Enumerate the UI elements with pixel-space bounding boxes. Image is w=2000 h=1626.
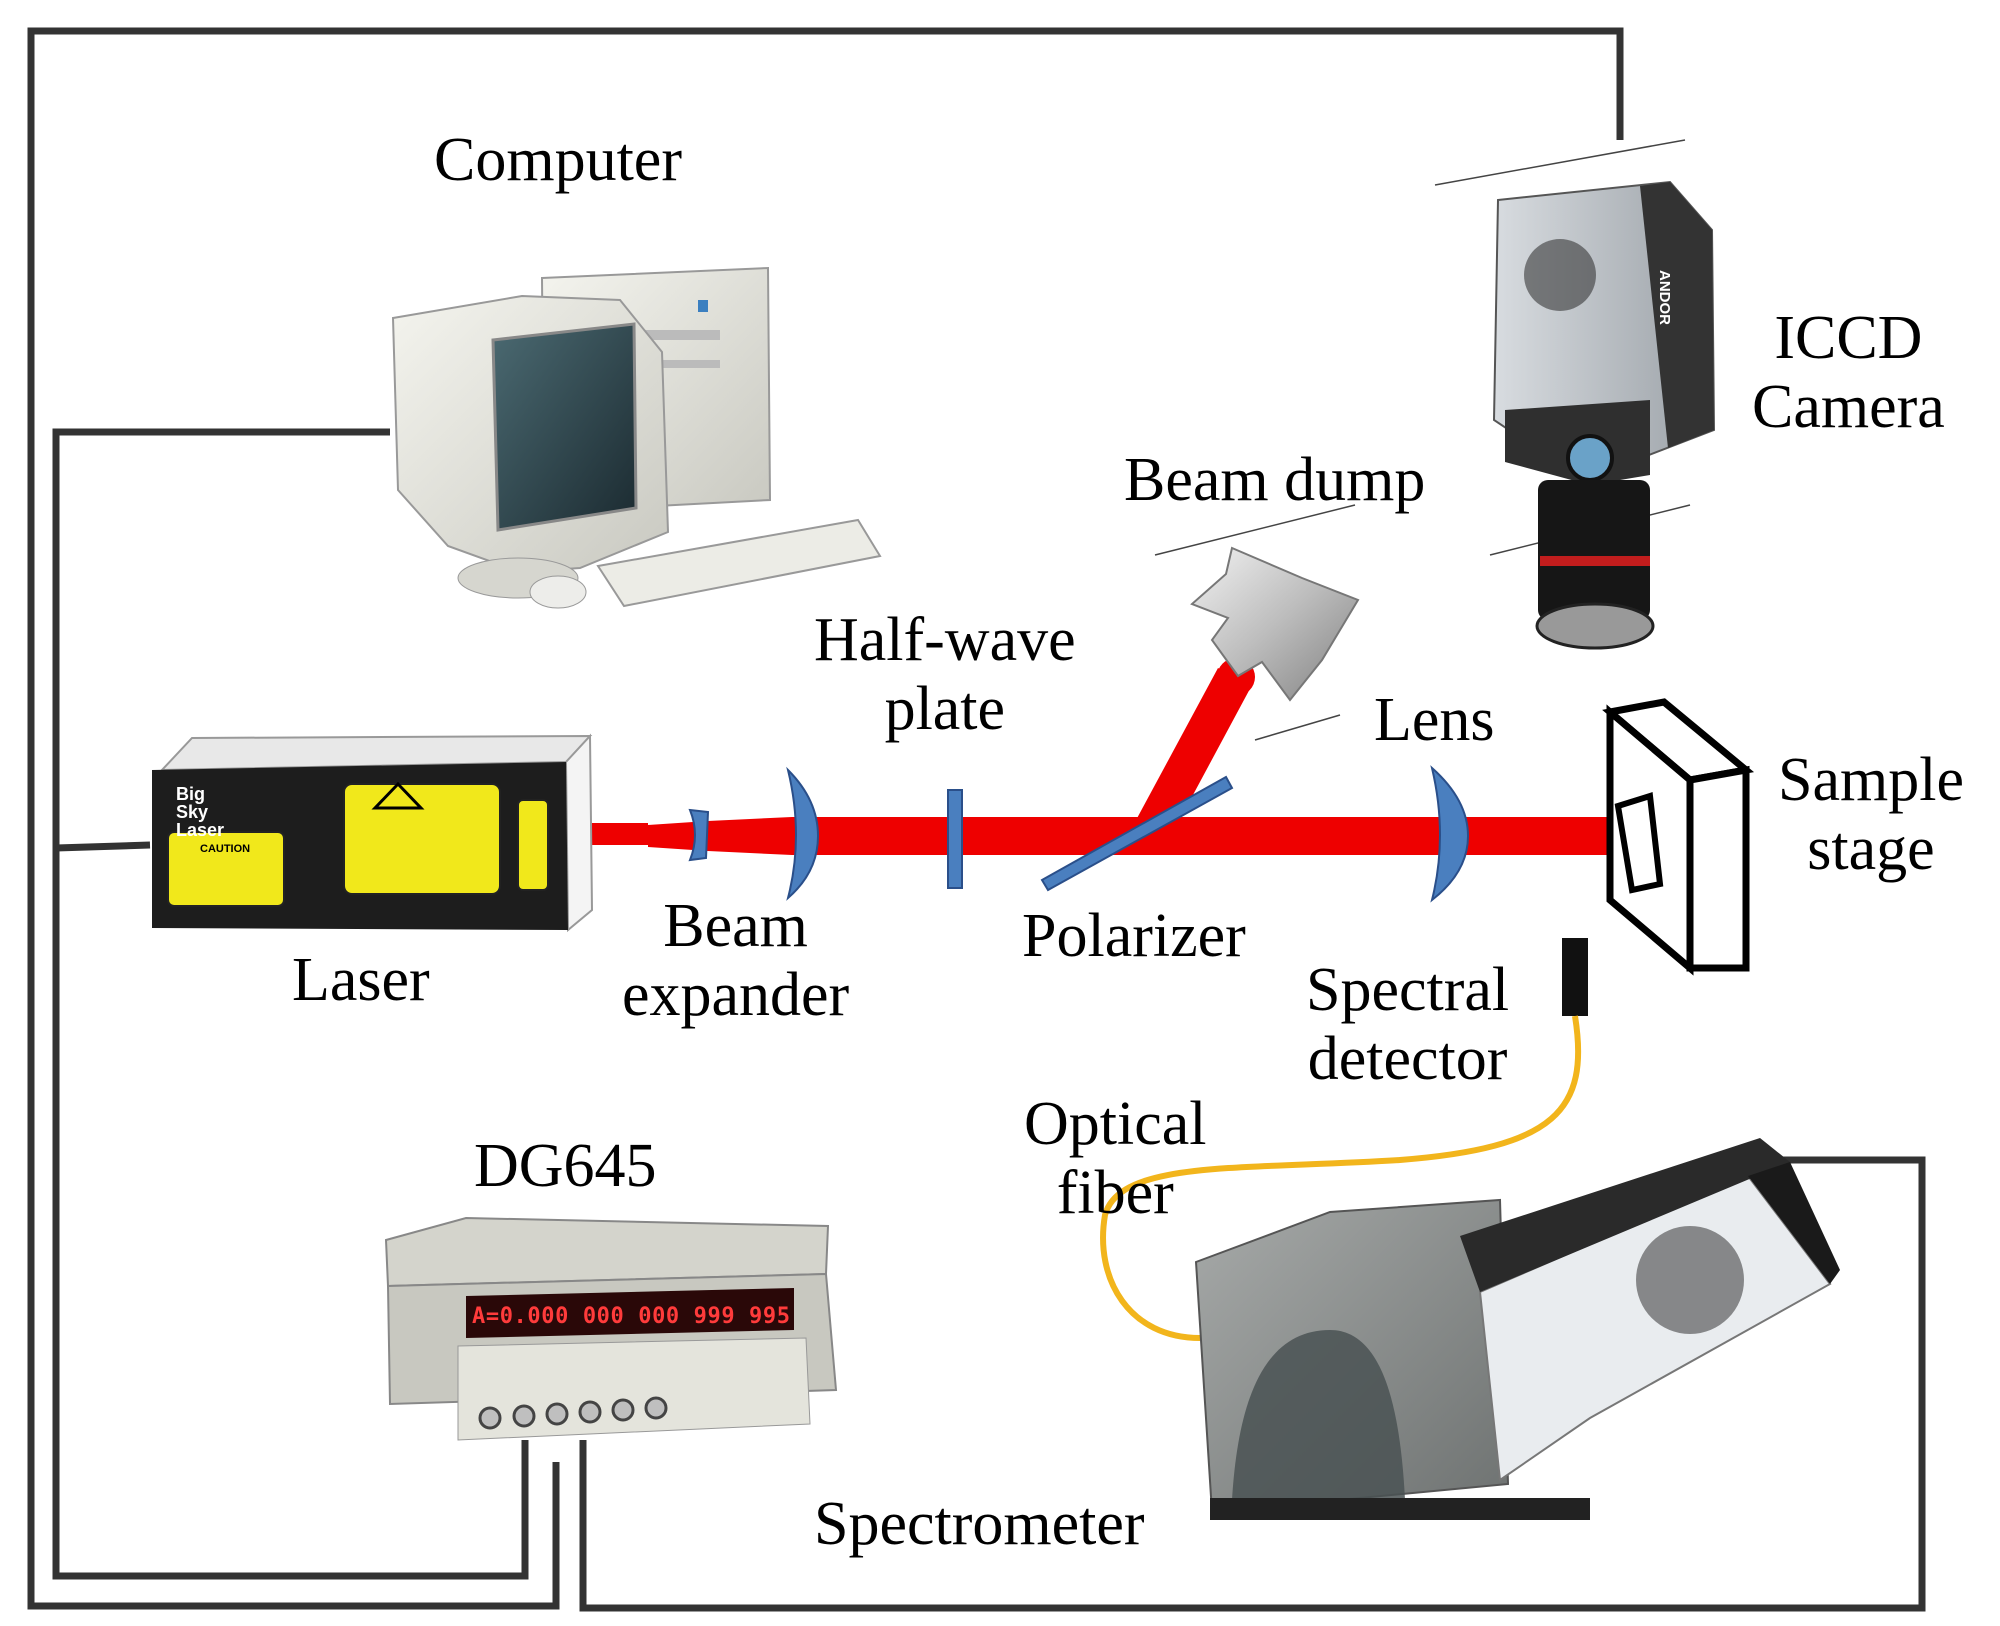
sample-stage-device [1602, 698, 1755, 976]
polarizer-optic [1040, 775, 1234, 892]
label-spectral-line2: detector [1307, 1025, 1508, 1094]
label-optical-fiber: Optical fiber [1024, 1090, 1207, 1229]
label-half-wave-line1: Half-wave [814, 606, 1076, 674]
label-iccd-line2: Camera [1752, 373, 1945, 442]
camera-brand-label: ANDOR [1656, 270, 1673, 325]
label-optical-line2: fiber [1056, 1159, 1174, 1228]
label-lens: Lens [1374, 686, 1495, 754]
beam-expander-optics [688, 766, 820, 901]
label-spectrometer: Spectrometer [814, 1490, 1145, 1558]
wire-camera-outer-loop [27, 27, 1624, 1610]
expander-large-lens [786, 766, 820, 901]
label-beam-dump: Beam dump [1124, 446, 1426, 514]
label-sample-line1: Sample [1778, 746, 1964, 814]
label-spectral-detector: Spectral detector [1306, 956, 1509, 1095]
label-polarizer: Polarizer [1022, 902, 1246, 970]
laser-brand-line2: Sky [176, 802, 208, 822]
wire-laser-link [55, 841, 151, 852]
focusing-lens-optic [1430, 765, 1470, 903]
delay-display-readout: A=0.000 000 000 999 995 [472, 1304, 790, 1329]
laser-caution-label: CAUTION [200, 843, 250, 855]
wiring [27, 27, 1926, 1612]
half-wave-plate-optic [947, 789, 963, 889]
dg645-device [384, 1216, 838, 1441]
label-half-wave-line2: plate [884, 675, 1006, 744]
laser-brand-line3: Laser [176, 820, 224, 840]
optical-fiber-cable [1100, 1015, 1582, 1341]
label-computer: Computer [434, 126, 682, 194]
label-beam-expander: Beam expander [622, 892, 849, 1031]
label-optical-line1: Optical [1024, 1090, 1207, 1158]
reflected-beam [1135, 668, 1252, 834]
wire-computer-left [52, 428, 529, 1580]
expander-small-lens [688, 808, 710, 862]
label-sample-stage: Sample stage [1778, 746, 1964, 885]
label-spectral-line1: Spectral [1306, 956, 1510, 1024]
label-sample-line2: stage [1807, 815, 1935, 884]
iccd-camera-device [1492, 180, 1716, 650]
laser-brand-line1: Big [176, 784, 205, 804]
laser-device [152, 733, 594, 933]
label-beam-expander-line2: expander [622, 961, 850, 1030]
label-half-wave-plate: Half-wave plate [814, 606, 1076, 745]
spectrometer-device [1194, 1138, 1840, 1520]
computer-device [391, 266, 882, 609]
beam-dump-block [1190, 546, 1360, 702]
label-beam-expander-line1: Beam [663, 892, 808, 960]
spectral-detector-probe [1562, 938, 1588, 1016]
label-iccd-camera: ICCD Camera [1752, 304, 1945, 443]
wire-spectrometer-loop [579, 1156, 1926, 1612]
label-laser: Laser [292, 946, 430, 1014]
label-dg645: DG645 [474, 1132, 657, 1200]
label-iccd-line1: ICCD [1774, 304, 1923, 372]
